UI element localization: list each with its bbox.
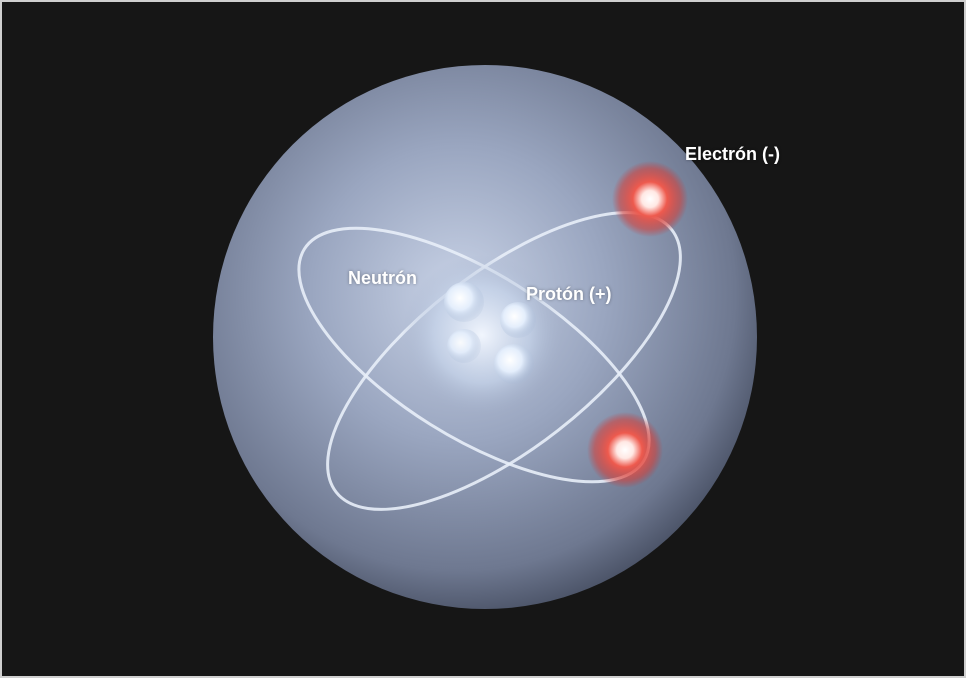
neutron-particle [444,282,484,322]
proton-particle [500,302,536,338]
electron [587,412,663,488]
neutron-label: Neutrón [348,268,417,288]
proton-particle [494,344,534,384]
electron-label: Electrón (-) [685,144,781,164]
nucleus [402,255,562,415]
neutron-particle [447,329,481,363]
electron [612,161,688,237]
proton-label: Protón (+) [526,284,612,304]
